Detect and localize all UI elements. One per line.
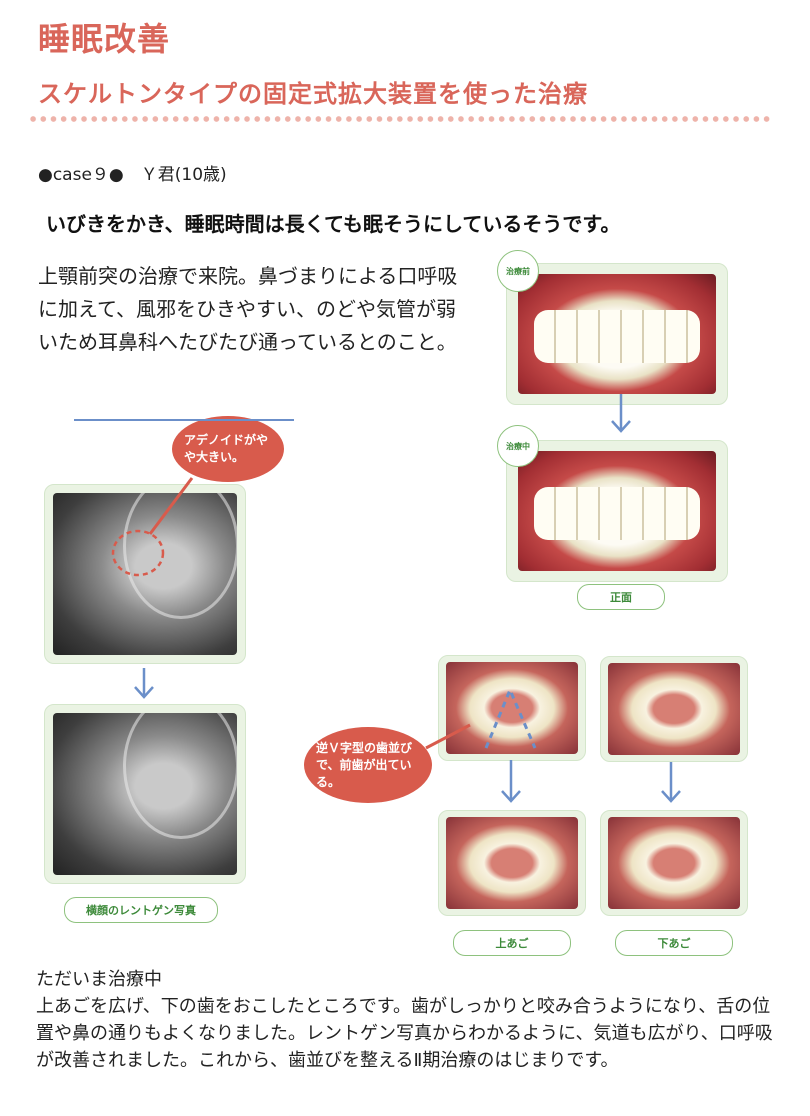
skull-icon [123, 713, 237, 839]
adenoid-callout: アデノイドがやや大きい。 [172, 416, 284, 482]
down-arrow-icon [611, 394, 631, 433]
front-before-frame [506, 263, 728, 405]
front-caption: 正面 [577, 584, 665, 610]
teeth-icon [533, 310, 701, 363]
page-subtitle: スケルトンタイプの固定式拡大装置を使った治療 [38, 80, 588, 108]
upper-before-photo [446, 662, 578, 754]
upper-during-frame [438, 810, 586, 916]
down-arrow-icon [134, 668, 154, 699]
front-before-photo [518, 274, 716, 394]
intro-paragraph: 上顎前突の治療で来院。鼻づまりによる口呼吸に加えて、風邪をひきやすい、のどや気管… [38, 264, 458, 354]
lower-during-frame [600, 810, 748, 916]
before-badge: 治療前 [497, 250, 539, 292]
during-badge: 治療中 [497, 425, 539, 467]
dotted-divider [28, 114, 773, 124]
front-during-frame [506, 440, 728, 582]
down-arrow-icon [661, 762, 681, 803]
adenoid-leader-line [148, 477, 194, 535]
xray-during-photo [53, 713, 237, 875]
adenoid-marker [111, 529, 165, 577]
skull-icon [123, 493, 237, 619]
lower-before-photo [608, 663, 740, 755]
v-shape-leader-line [425, 723, 471, 750]
outro-block: ただいま治療中 上あごを広げ、下の歯をおこしたところです。歯がしっかりと咬み合う… [36, 966, 786, 1074]
outro-body: 上あごを広げ、下の歯をおこしたところです。歯がしっかりと咬み合うようになり、舌の… [36, 996, 773, 1071]
upper-before-frame [438, 655, 586, 761]
case-label: ●case９● Ｙ君(10歳) [38, 165, 227, 185]
lower-during-photo [608, 817, 740, 909]
outro-heading: ただいま治療中 [36, 969, 162, 990]
lead-statement: いびきをかき、睡眠時間は長くても眠そうにしているそうです。 [46, 212, 621, 236]
lower-jaw-caption: 下あご [615, 930, 733, 956]
down-arrow-icon [501, 760, 521, 803]
teeth-icon [533, 487, 701, 540]
v-shape-callout: 逆Ｖ字型の歯並びで、前歯が出ている。 [304, 727, 432, 803]
v-shape-marker [484, 686, 537, 749]
upper-jaw-caption: 上あご [453, 930, 571, 956]
upper-during-photo [446, 817, 578, 909]
front-during-photo [518, 451, 716, 571]
page-title: 睡眠改善 [38, 20, 171, 58]
lower-before-frame [600, 656, 748, 762]
xray-during-frame [44, 704, 246, 884]
xray-caption: 横顔のレントゲン写真 [64, 897, 218, 923]
